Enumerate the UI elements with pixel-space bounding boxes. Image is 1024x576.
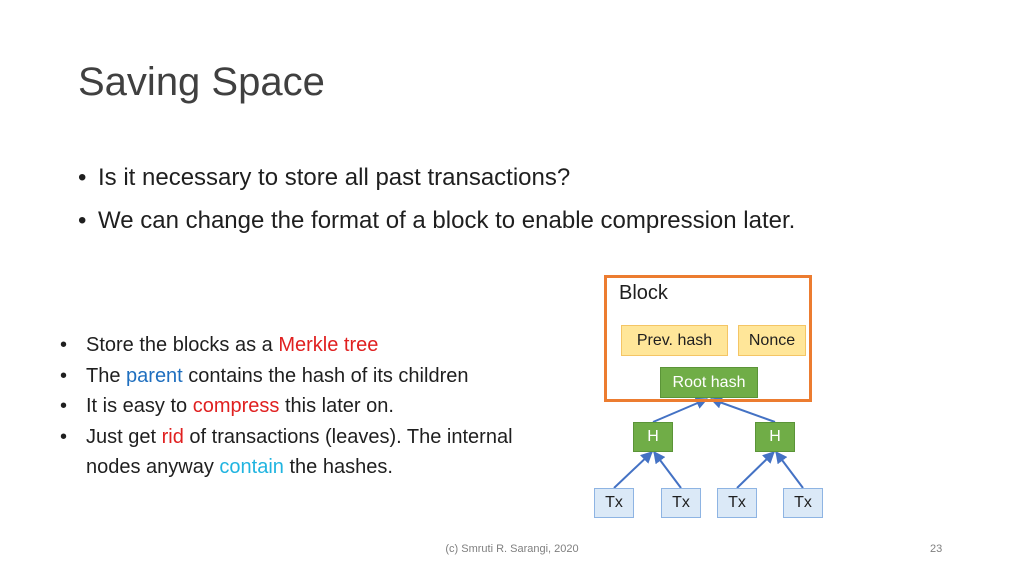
prev-hash-box: Prev. hash	[621, 325, 728, 356]
bullet-text: of transactions (leaves). The internal n…	[86, 425, 513, 479]
edge-tx4-h2	[775, 451, 804, 489]
highlight-parent: parent	[126, 364, 183, 387]
bullet-text: It is easy to	[86, 395, 193, 417]
bullet-text: contains the hash of its children	[182, 364, 469, 387]
edge-h1-root	[652, 397, 709, 423]
highlight-contain: contain	[219, 456, 284, 478]
slide-title: Saving Space	[78, 60, 325, 104]
highlight-compress: compress	[192, 395, 280, 417]
merkle-bullet-2: The parent contains the hash of its chil…	[60, 361, 540, 392]
bullet-text: Just get	[86, 425, 162, 448]
edge-h2-root	[709, 397, 776, 423]
block-label: Block	[619, 282, 668, 304]
nonce-box: Nonce	[738, 325, 806, 356]
highlight-rid: rid	[161, 425, 184, 448]
tx-node-2: Tx	[661, 488, 701, 518]
highlight-merkle-tree: Merkle tree	[278, 334, 379, 356]
page-number: 23	[930, 543, 943, 555]
merkle-bullet-list: Store the blocks as a Merkle tree The pa…	[60, 330, 540, 483]
merkle-bullet-1: Store the blocks as a Merkle tree	[60, 330, 540, 361]
edge-tx2-h1	[653, 451, 682, 489]
tx-node-3: Tx	[717, 488, 757, 518]
block-frame	[604, 275, 812, 402]
edge-tx1-h1	[613, 451, 653, 489]
tx-node-1: Tx	[594, 488, 634, 518]
top-bullet-2: We can change the format of a block to e…	[78, 199, 795, 242]
merkle-bullet-4: Just get rid of transactions (leaves). T…	[60, 422, 540, 483]
bullet-text: this later on.	[279, 395, 394, 417]
root-hash-box: Root hash	[660, 367, 758, 398]
edge-tx3-h2	[736, 451, 775, 489]
top-bullet-list: Is it necessary to store all past transa…	[78, 156, 795, 242]
bullet-text: Store the blocks as a	[86, 334, 279, 356]
bullet-text: the hashes.	[283, 456, 393, 478]
footer-copyright: (c) Smruti R. Sarangi, 2020	[445, 543, 579, 555]
merkle-bullet-3: It is easy to compress this later on.	[60, 391, 540, 422]
hash-node-right: H	[755, 422, 795, 452]
top-bullet-1: Is it necessary to store all past transa…	[78, 156, 795, 199]
bullet-text: The	[86, 364, 127, 387]
hash-node-left: H	[633, 422, 673, 452]
tx-node-4: Tx	[783, 488, 823, 518]
